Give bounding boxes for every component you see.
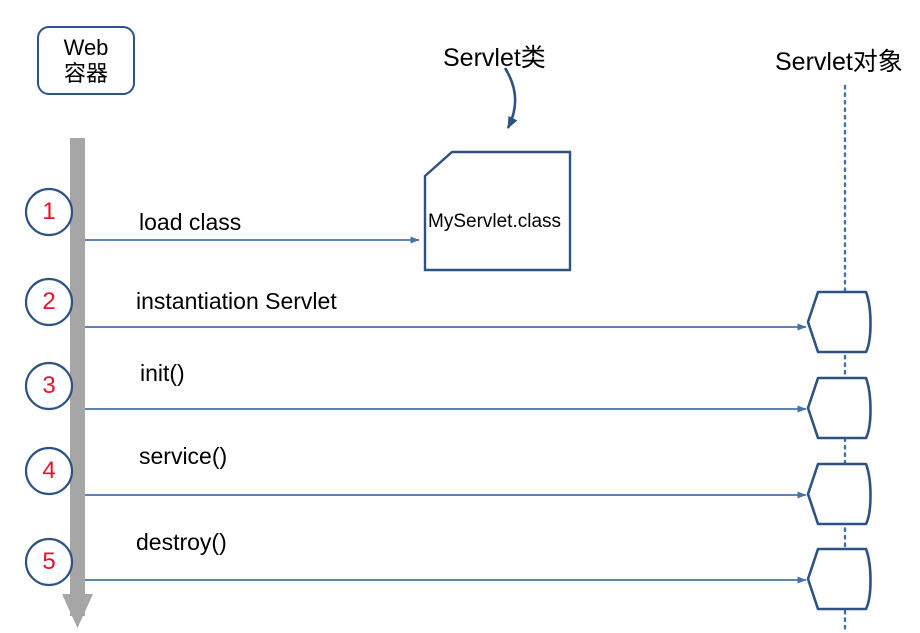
servlet-object-activation-4 bbox=[806, 462, 872, 526]
step-circle-4 bbox=[24, 446, 74, 496]
step-number-5: 5 bbox=[42, 548, 56, 575]
step-number-3: 3 bbox=[42, 372, 56, 399]
message-label-5: destroy() bbox=[136, 529, 227, 555]
step-number-1: 1 bbox=[42, 198, 56, 225]
servlet-object-activation-2 bbox=[806, 290, 872, 354]
step-circle-3 bbox=[24, 361, 74, 411]
servlet-object-activation-3 bbox=[806, 376, 872, 440]
message-label-3: init() bbox=[140, 360, 185, 386]
web-container-box: Web 容器 bbox=[37, 26, 135, 95]
step-circle-5 bbox=[24, 537, 74, 587]
servlet-class-pointer-arrow bbox=[503, 67, 518, 129]
message-label-2: instantiation Servlet bbox=[136, 288, 337, 314]
step-number-2: 2 bbox=[42, 288, 56, 315]
message-label-1: load class bbox=[139, 209, 242, 235]
servlet-object-activation-5 bbox=[806, 547, 872, 611]
step-circle-1 bbox=[24, 187, 74, 237]
web-container-label-line1: Web bbox=[63, 34, 109, 60]
step-circle-2 bbox=[24, 277, 74, 327]
servlet-class-title: Servlet类 bbox=[443, 44, 546, 72]
class-file-label: MyServlet.class bbox=[428, 211, 562, 232]
class-file-shape bbox=[423, 150, 572, 272]
servlet-object-title: Servlet对象 bbox=[775, 48, 903, 76]
web-container-lifeline bbox=[62, 138, 93, 628]
step-number-4: 4 bbox=[42, 457, 56, 484]
web-container-label-line2: 容器 bbox=[63, 60, 108, 86]
message-label-4: service() bbox=[139, 443, 228, 469]
